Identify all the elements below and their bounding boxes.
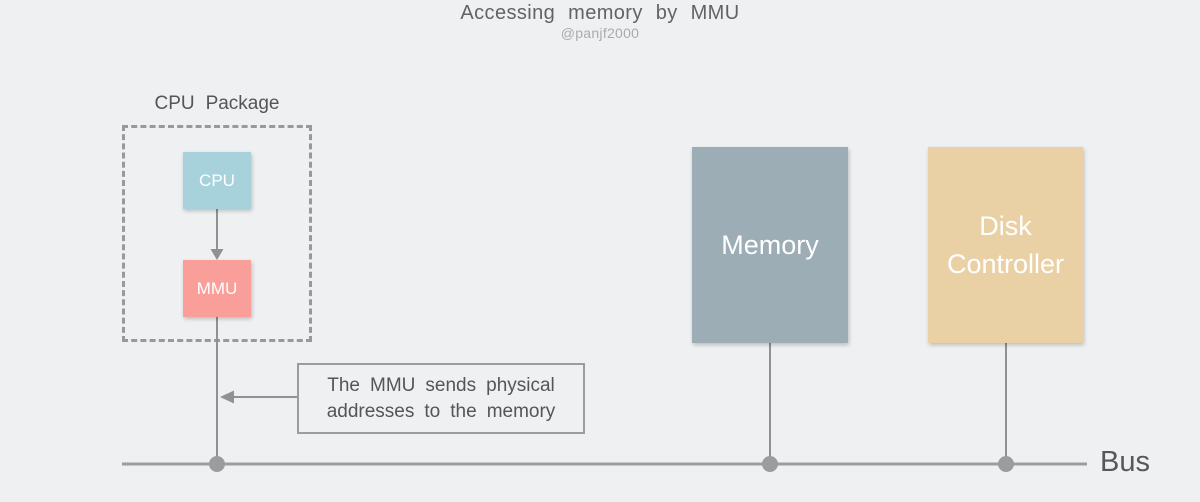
callout-text-line-1: The MMU sends physical (327, 374, 555, 396)
bus-dot-mmu (209, 456, 225, 472)
mmu-node: MMU (183, 260, 251, 317)
callout-arrowhead (220, 390, 234, 404)
callout-text-line-2: addresses to the memory (326, 400, 556, 422)
bus-dot-memory (762, 456, 778, 472)
bus-dot-disk (998, 456, 1014, 472)
disk-controller-node: Disk Controller (928, 147, 1083, 343)
bus-label: Bus (1100, 446, 1150, 478)
page-title: Accessing memory by MMU (460, 2, 740, 24)
cpu-package-label: CPU Package (154, 93, 280, 114)
memory-node: Memory (692, 147, 848, 343)
cpu-node: CPU (183, 152, 251, 209)
mmu-callout-box: The MMU sends physical addresses to the … (297, 363, 585, 434)
author-handle: @panjf2000 (560, 25, 640, 41)
cpu-mmu-arrowhead (210, 249, 224, 260)
